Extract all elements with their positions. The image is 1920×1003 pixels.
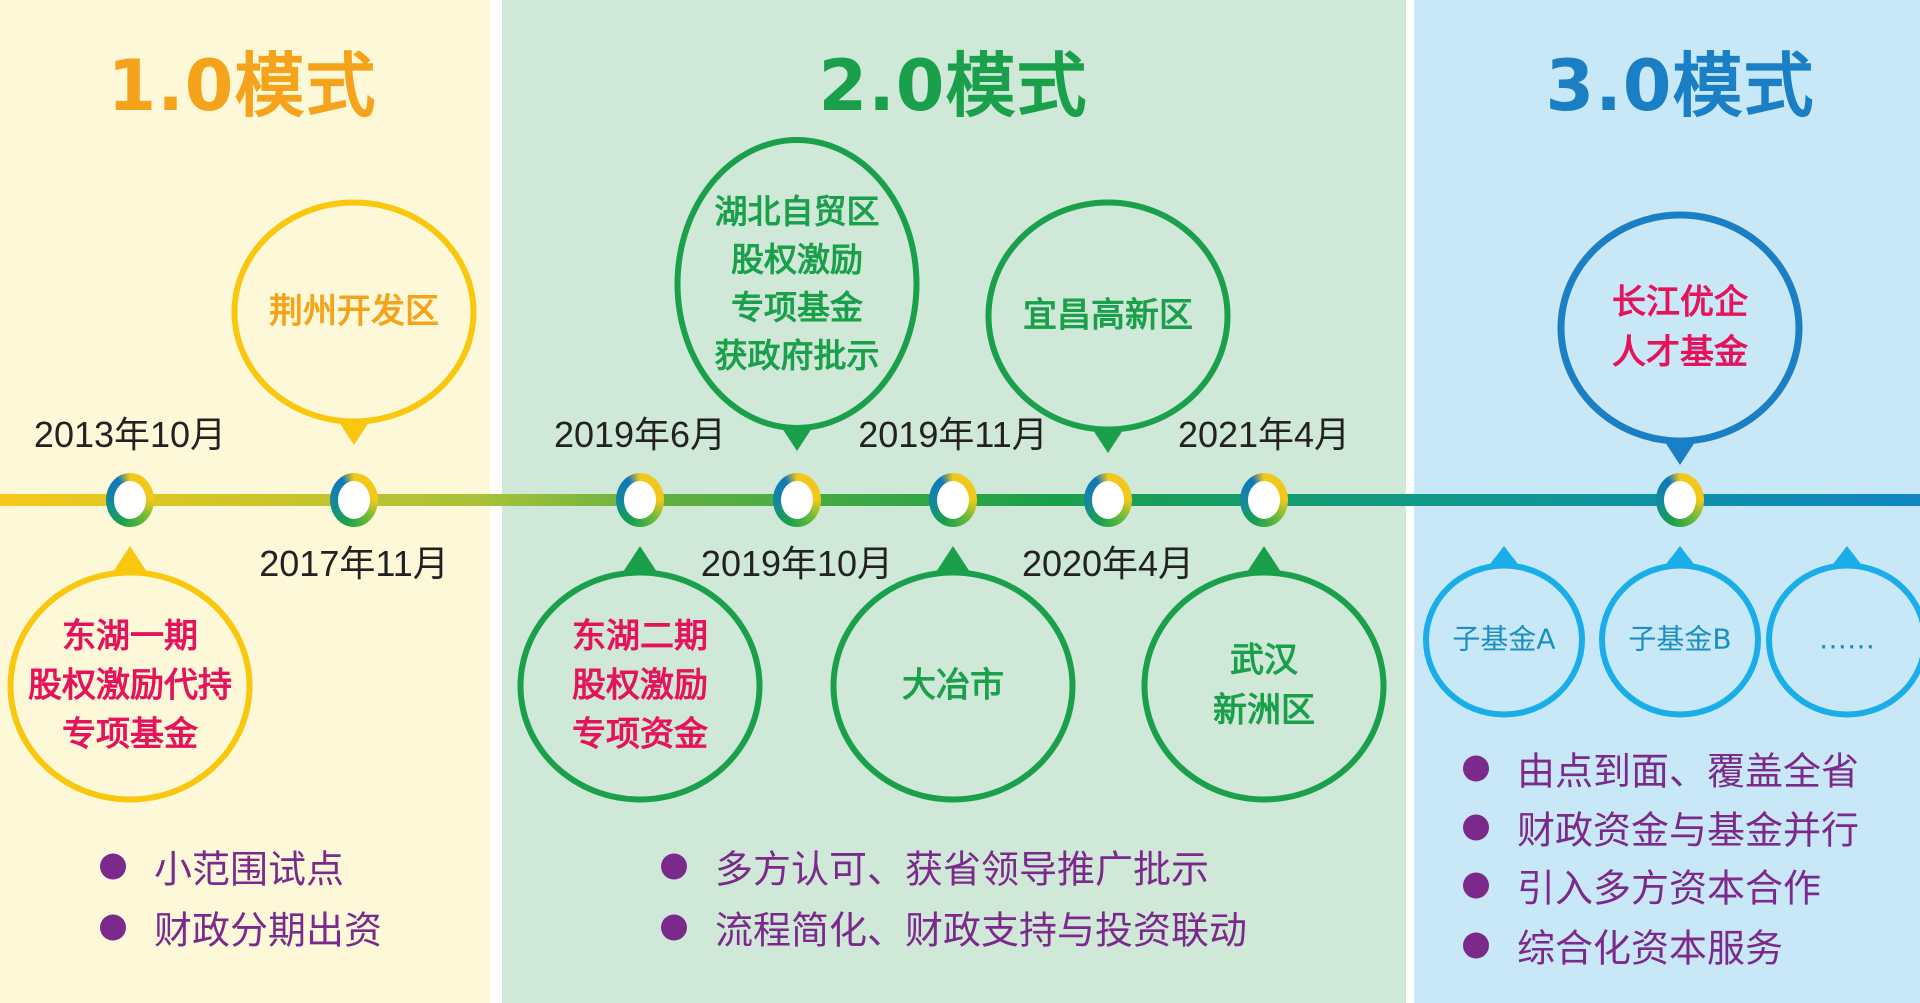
sub-fund-bubble: 子基金A	[1423, 562, 1585, 718]
bullet-text: 财政资金与基金并行	[1517, 808, 1860, 853]
bullet-item: 由点到面、覆盖全省	[1463, 741, 1859, 796]
timeline-node	[1656, 473, 1704, 527]
bullet-item: 流程简化、财政支持与投资联动	[661, 900, 1247, 955]
milestone-bubble: 武汉新洲区	[1141, 569, 1387, 803]
bullet-item: 财政资金与基金并行	[1463, 800, 1859, 855]
bullet-text: 由点到面、覆盖全省	[1517, 749, 1860, 794]
bullet-text: 引入多方资本合作	[1517, 866, 1822, 911]
milestone-date: 2013年10月	[33, 414, 227, 455]
bubble-text-line: 长江优企	[1612, 282, 1748, 323]
bullet-item: 综合化资本服务	[1463, 918, 1783, 973]
timeline-node	[773, 473, 821, 527]
bullet-text: 多方认可、获省领导推广批示	[715, 847, 1210, 892]
bubble-text-line: 股权激励代持	[28, 665, 232, 706]
milestone-date: 2020年4月	[1021, 543, 1195, 584]
bubble-pointer	[113, 545, 147, 572]
bullet-item: 多方认可、获省领导推广批示	[661, 839, 1209, 894]
sub-fund-bubble: 子基金B	[1599, 562, 1761, 718]
bullet-dot-icon	[1463, 755, 1489, 781]
timeline-node	[929, 473, 977, 527]
bubble-text-line: 股权激励	[731, 240, 863, 280]
timeline-node	[1084, 473, 1132, 527]
bullet-item: 小范围试点	[100, 839, 344, 894]
bubble-text-line: 新洲区	[1213, 690, 1315, 730]
milestone-bubble: 大冶市	[830, 569, 1076, 803]
bullet-item: 财政分期出资	[100, 900, 382, 955]
bullet-text: 综合化资本服务	[1517, 926, 1784, 971]
bubble-text-line: 专项基金	[62, 714, 198, 755]
bullet-item: 引入多方资本合作	[1463, 858, 1821, 913]
bubble-text-line: 湖北自贸区	[714, 192, 880, 232]
bullet-dot-icon	[100, 853, 126, 879]
bullet-dot-icon	[1463, 932, 1489, 958]
bubble-text-line: 专项资金	[572, 714, 708, 755]
bubble-pointer	[936, 545, 970, 572]
bullet-dot-icon	[661, 853, 687, 879]
sub-fund-bubble: ……	[1766, 562, 1920, 718]
bubble-text-line: 东湖二期	[572, 616, 708, 657]
bullet-text: 财政分期出资	[154, 908, 383, 953]
milestone-bubble: 长江优企人才基金	[1557, 211, 1803, 445]
milestone-date: 2019年6月	[553, 414, 727, 455]
bullet-dot-icon	[1463, 872, 1489, 898]
bubble-text-line: 武汉	[1230, 640, 1298, 681]
bullet-dot-icon	[100, 914, 126, 940]
bubble-text-line: 获政府批示	[714, 335, 880, 375]
section-1-title: 1.0模式	[107, 45, 377, 127]
timeline-node	[330, 473, 378, 527]
bubble-text-line: 股权激励	[572, 665, 708, 706]
bullet-text: 小范围试点	[154, 847, 345, 892]
bubble-pointer	[623, 545, 657, 572]
milestone-bubble: 东湖一期股权激励代持专项基金	[7, 569, 253, 803]
bubble-text-line: 人才基金	[1612, 332, 1748, 372]
milestone-bubble: 宜昌高新区	[985, 199, 1231, 433]
timeline-node	[616, 473, 664, 527]
bubble-text-line: 宜昌高新区	[1023, 295, 1193, 336]
milestone-date: 2019年10月	[700, 543, 894, 584]
bubble-text-line: 东湖一期	[62, 616, 198, 657]
bubble-text-line: 大冶市	[902, 665, 1004, 706]
milestone-bubble: 东湖二期股权激励专项资金	[517, 569, 763, 803]
milestone-bubble: 湖北自贸区股权激励专项基金获政府批示	[674, 137, 920, 431]
bubble-text-line: 荆州开发区	[269, 291, 439, 332]
milestone-date: 2021年4月	[1177, 414, 1351, 455]
section-3-title: 3.0模式	[1545, 45, 1815, 127]
bubble-pointer	[1247, 545, 1281, 572]
milestone-date: 2017年11月	[259, 543, 449, 584]
milestone-bubble: 荆州开发区	[231, 199, 477, 425]
section-2-title: 2.0模式	[818, 45, 1088, 127]
bullet-text: 流程简化、财政支持与投资联动	[715, 908, 1248, 953]
bullet-dot-icon	[661, 914, 687, 940]
timeline-node	[106, 473, 154, 527]
bubble-text-line: 专项基金	[731, 288, 863, 327]
bullet-dot-icon	[1463, 814, 1489, 840]
milestone-date: 2019年11月	[858, 414, 1048, 455]
timeline-node	[1240, 473, 1288, 527]
